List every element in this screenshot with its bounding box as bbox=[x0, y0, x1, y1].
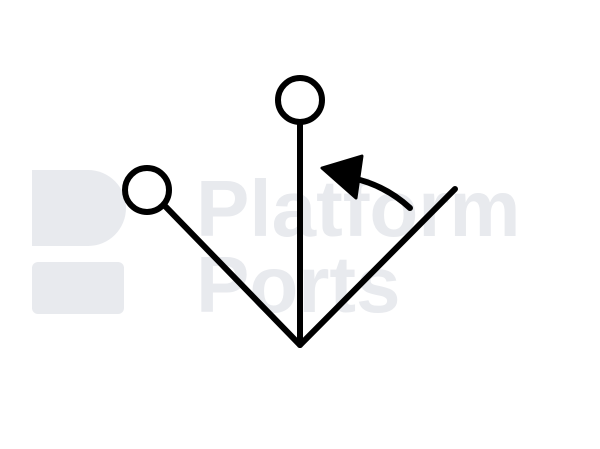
rotation-arrowhead-icon bbox=[320, 154, 364, 200]
selector-switch-symbol bbox=[122, 75, 458, 348]
switch-lever-line bbox=[297, 186, 458, 348]
watermark-logo: Platform Ports bbox=[32, 164, 521, 329]
watermark-p-mark-icon bbox=[32, 170, 126, 314]
left-contact-terminal-icon bbox=[122, 165, 172, 215]
left-contact-line bbox=[161, 202, 303, 348]
center-contact-terminal-icon bbox=[275, 75, 325, 125]
